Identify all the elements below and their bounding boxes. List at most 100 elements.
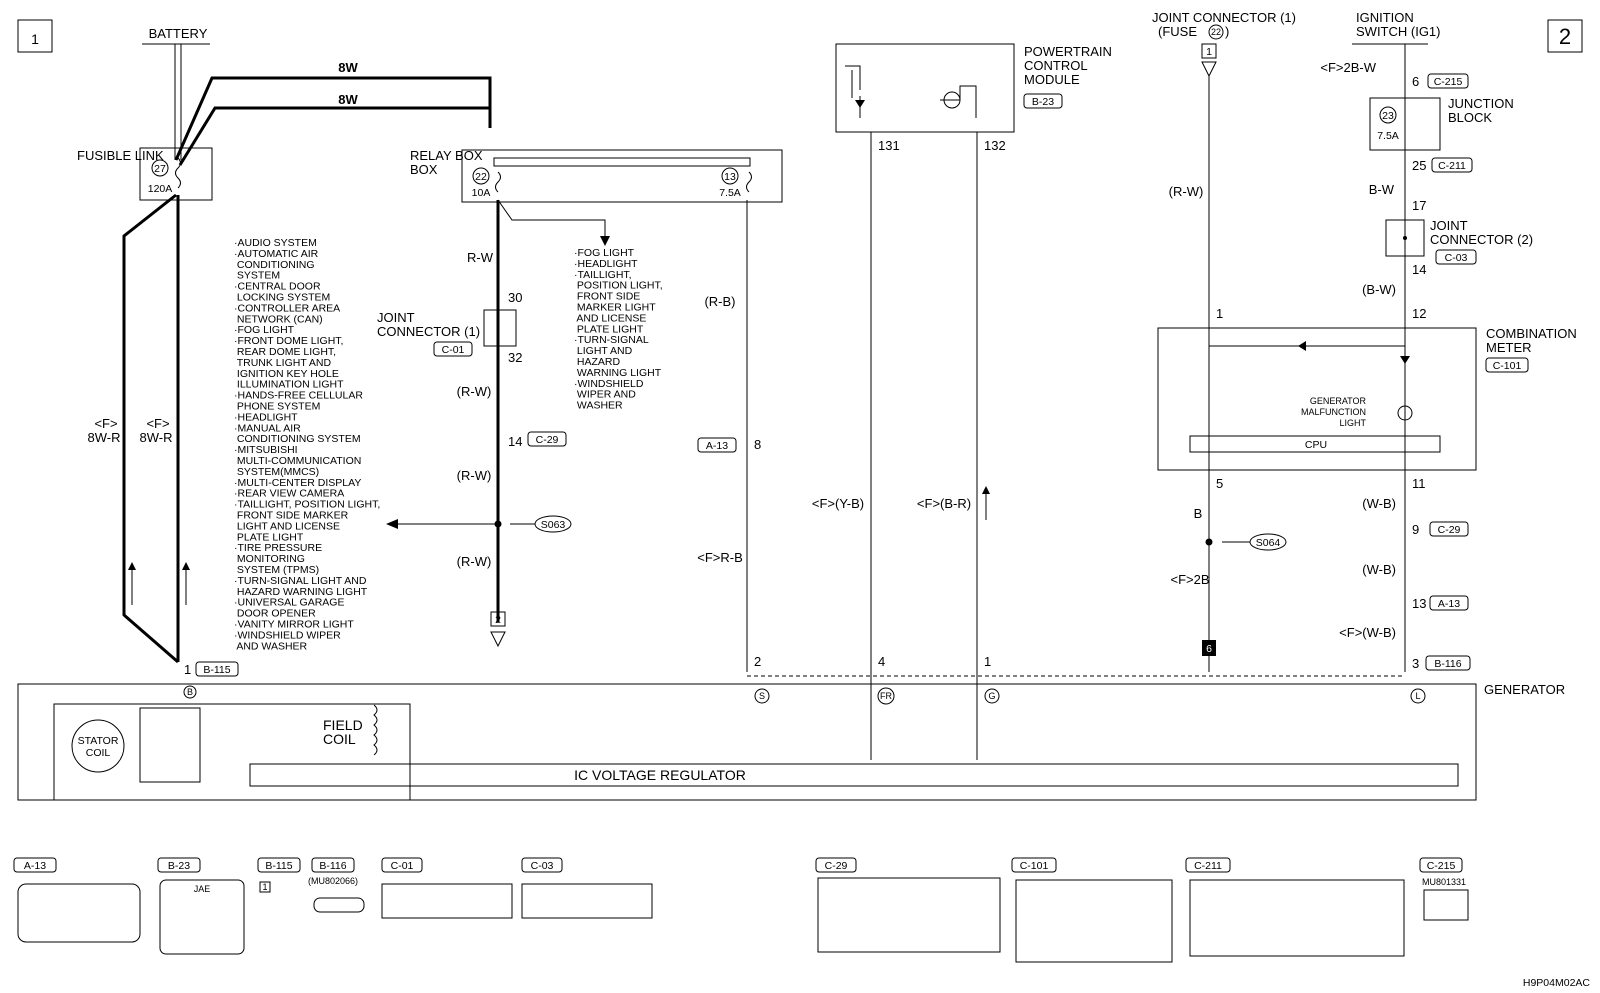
leftList-line: ·AUTOMATIC AIR [234, 248, 319, 260]
svg-text:1: 1 [262, 882, 267, 892]
svg-text:1: 1 [1216, 306, 1223, 321]
svg-text:COIL: COIL [86, 747, 111, 759]
leftList-line: ·AUDIO SYSTEM [234, 237, 317, 249]
leftList-line: ·MANUAL AIR [234, 422, 301, 434]
svg-text:MALFUNCTION: MALFUNCTION [1301, 407, 1366, 417]
rightList-line: MARKER LIGHT [574, 302, 656, 314]
svg-text:C-29: C-29 [536, 434, 559, 446]
svg-text:STATOR: STATOR [78, 735, 119, 747]
svg-text:32: 32 [508, 350, 522, 365]
svg-text:RELAY BOX: RELAY BOX [410, 148, 483, 163]
svg-text:27: 27 [154, 163, 166, 175]
svg-text:METER: METER [1486, 340, 1532, 355]
svg-text:10A: 10A [472, 187, 491, 199]
svg-text:GENERATOR: GENERATOR [1484, 682, 1565, 697]
svg-text:<F>: <F> [146, 416, 169, 431]
leftList-line: ·VANITY MIRROR LIGHT [234, 618, 354, 630]
svg-text:<F>: <F> [94, 416, 117, 431]
generator: GENERATOR 1 B-115 B 2 S 4 FR 1 G L STATO… [17, 654, 1565, 801]
svg-text:(FUSE: (FUSE [1158, 24, 1197, 39]
svg-text:G: G [988, 691, 995, 701]
svg-text:(B-W): (B-W) [1362, 282, 1396, 297]
svg-text:<F>2B: <F>2B [1170, 572, 1209, 587]
leftList-line: CONDITIONING [234, 259, 315, 271]
svg-text:CONTROL: CONTROL [1024, 58, 1088, 73]
svg-text:SWITCH (IG1): SWITCH (IG1) [1356, 24, 1441, 39]
svg-text:9: 9 [1412, 522, 1419, 537]
leftList-line: TRUNK LIGHT AND [234, 357, 331, 369]
svg-text:C-101: C-101 [1493, 360, 1522, 372]
svg-text:(R-W): (R-W) [457, 384, 492, 399]
wire-b-r: <F>(B-R) [917, 496, 971, 511]
rightList-line: ·WINDSHIELD [574, 378, 644, 390]
connector-c03: C-03 [521, 857, 653, 919]
leftList-line: DOOR OPENER [234, 608, 316, 620]
svg-text:C-211: C-211 [1438, 160, 1466, 172]
svg-text:MODULE: MODULE [1024, 72, 1080, 87]
leftList-line: HAZARD WARNING LIGHT [234, 586, 368, 598]
svg-text:FR: FR [880, 691, 892, 701]
leftList-line: ·FRONT DOME LIGHT, [234, 335, 343, 347]
leftList-line: ·TIRE PRESSURE [234, 542, 322, 554]
svg-text:(R-B): (R-B) [704, 294, 735, 309]
svg-text:17: 17 [1412, 198, 1426, 213]
svg-text:S: S [759, 691, 765, 701]
leftList-line: ·CENTRAL DOOR [234, 281, 321, 293]
svg-text:8: 8 [754, 437, 761, 452]
leftList-line: MULTI-COMMUNICATION [234, 455, 361, 467]
svg-text:1: 1 [1206, 46, 1212, 58]
powertrain-control-module: POWERTRAIN CONTROL MODULE B-23 [835, 43, 1112, 133]
leftList-line: PHONE SYSTEM [234, 401, 320, 413]
svg-text:COIL: COIL [323, 731, 356, 747]
svg-text:): ) [1225, 24, 1229, 39]
svg-text:(W-B): (W-B) [1362, 496, 1396, 511]
svg-text:1: 1 [31, 31, 39, 47]
svg-text:L: L [1415, 691, 1420, 701]
connector-c29: C-29 [815, 857, 1001, 953]
leftList-line: SYSTEM [234, 270, 280, 282]
svg-text:7.5A: 7.5A [719, 187, 741, 199]
svg-text:14: 14 [508, 434, 522, 449]
leftList-line: LOCKING SYSTEM [234, 292, 330, 304]
svg-text:C-215: C-215 [1427, 860, 1456, 872]
svg-text:<F>(W-B): <F>(W-B) [1339, 625, 1396, 640]
page-marker-right: 2 [1547, 19, 1583, 53]
leftList-line: ·TAILLIGHT, POSITION LIGHT, [234, 499, 380, 511]
svg-text:COMBINATION: COMBINATION [1486, 326, 1577, 341]
leftList-line: PLATE LIGHT [234, 531, 304, 543]
svg-text:A-13: A-13 [706, 440, 728, 452]
svg-text:<F>2B-W: <F>2B-W [1320, 60, 1376, 75]
svg-text:2: 2 [495, 614, 501, 626]
svg-text:C-03: C-03 [531, 860, 554, 872]
svg-text:A-13: A-13 [1438, 598, 1460, 610]
document-code: H9P04M02AC [1523, 977, 1591, 989]
leftList-line: ·UNIVERSAL GARAGE [234, 597, 344, 609]
leftList-line: ·CONTROLLER AREA [234, 302, 340, 314]
svg-text:12: 12 [1412, 306, 1426, 321]
svg-text:(W-B): (W-B) [1362, 562, 1396, 577]
svg-text:FUSIBLE LINK: FUSIBLE LINK [77, 148, 164, 163]
connector-b23: B-23 JAE [157, 857, 245, 955]
relay-box: RELAY BOX BOX 22 10A 13 7.5A [410, 148, 783, 203]
connector-c101: C-101 [1011, 857, 1173, 963]
svg-text:B-23: B-23 [1032, 96, 1054, 108]
svg-text:C-215: C-215 [1434, 76, 1463, 88]
fusible-link: FUSIBLE LINK 27 120A [77, 147, 213, 201]
svg-text:7.5A: 7.5A [1377, 130, 1399, 142]
connector-b116: B-116 (MU802066) [308, 857, 365, 913]
left-system-list: ·AUDIO SYSTEM·AUTOMATIC AIR CONDITIONING… [234, 237, 380, 652]
wire-8w-second: 8W [338, 92, 358, 107]
svg-text:25: 25 [1412, 158, 1426, 173]
svg-text:JOINT: JOINT [377, 310, 415, 325]
svg-text:IGNITION: IGNITION [1356, 10, 1414, 25]
leftList-line: IGNITION KEY HOLE [234, 368, 339, 380]
rightList-line: PLATE LIGHT [574, 323, 644, 335]
combination-meter: COMBINATION METER C-101 GENERATOR MALFUN… [1157, 326, 1577, 471]
rightList-line: WIPER AND [574, 389, 636, 401]
svg-text:(R-W): (R-W) [457, 554, 492, 569]
svg-text:13: 13 [724, 171, 736, 183]
rightList-line: POSITION LIGHT, [574, 280, 663, 292]
leftList-line: ILLUMINATION LIGHT [234, 379, 344, 391]
svg-text:3: 3 [1412, 656, 1419, 671]
